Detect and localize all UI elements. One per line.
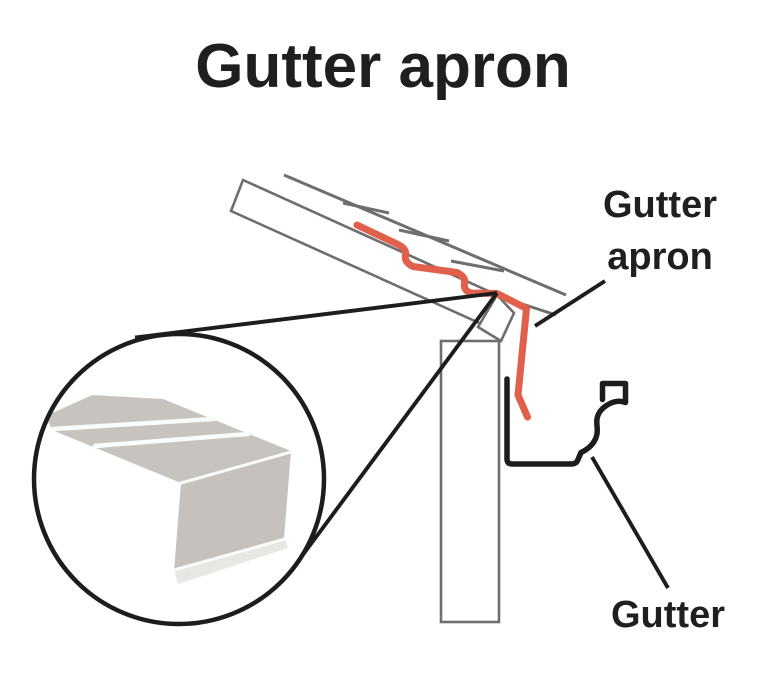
callout-gutter-apron-line2: apron [607,235,713,278]
leader-line-gutter [590,456,670,589]
page-title: Gutter apron [195,32,571,101]
apron-kick-flange [174,538,288,584]
apron-fold-highlight [179,450,293,485]
apron-seam-line [50,416,217,432]
roof-deck-board [229,178,499,328]
leader-line-gutter-apron [533,279,607,328]
roof-deck-end-face [476,292,516,343]
apron-flange-highlight [172,537,287,572]
magnifier-tangent-lower [297,291,499,562]
shingle-line [342,201,390,215]
apron-seam-line [92,431,251,449]
apron-3d-view [46,395,293,584]
shingle-line [450,259,505,273]
fascia-board [439,339,501,624]
apron-front-face [174,451,291,571]
magnifier-tangent-upper [134,291,498,340]
callout-gutter: Gutter [611,594,725,636]
callout-gutter-apron-line1: Gutter [603,184,717,226]
gutter-apron-flashing-line [353,221,531,421]
shingle-line [398,228,450,243]
callout-gutter-apron: Gutter apron [584,180,736,283]
gutter-profile [504,376,629,467]
magnifier-circle [31,331,327,627]
